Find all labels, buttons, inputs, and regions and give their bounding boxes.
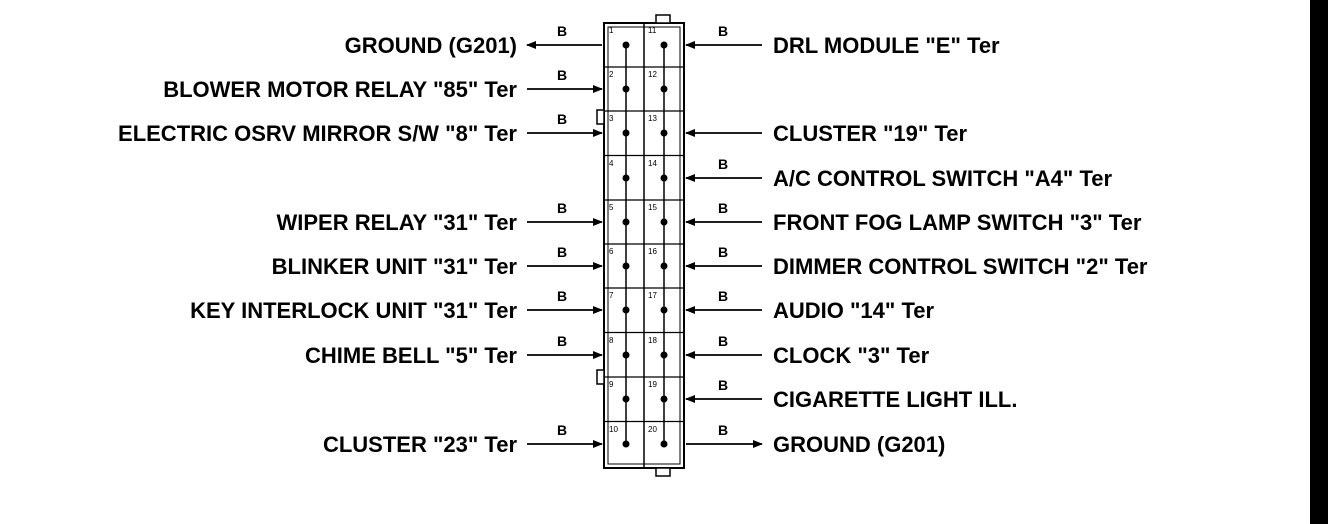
circuit-label: CLOCK "3" Ter: [773, 343, 930, 368]
pin-number: 1: [609, 26, 614, 35]
terminal-dot: [622, 306, 630, 314]
pin-number: 15: [648, 203, 657, 212]
pin-number: 11: [648, 26, 657, 35]
pin-number: 4: [609, 159, 614, 168]
pin-number: 5: [609, 203, 614, 212]
pin-number: 7: [609, 291, 614, 300]
circuit-label: CLUSTER "19" Ter: [773, 121, 967, 146]
wire-color-code: B: [557, 200, 567, 216]
terminal-dot: [622, 262, 630, 270]
wire-color-code: B: [718, 288, 728, 304]
pin-number: 14: [648, 159, 657, 168]
wire-color-code: B: [718, 422, 728, 438]
wire-color-code: B: [718, 23, 728, 39]
terminal-dot: [660, 129, 668, 137]
pin-number: 12: [648, 70, 657, 79]
circuit-label: ELECTRIC OSRV MIRROR S/W "8" Ter: [118, 121, 517, 146]
wire-color-code: B: [557, 288, 567, 304]
terminal-dot: [660, 306, 668, 314]
pin-number: 13: [648, 114, 657, 123]
circuit-label: DRL MODULE "E" Ter: [773, 33, 1000, 58]
right-edge-band: [1310, 0, 1328, 524]
circuit-label: AUDIO "14" Ter: [773, 298, 934, 323]
terminal-dot: [660, 262, 668, 270]
pin-number: 2: [609, 70, 614, 79]
wire-color-code: B: [557, 333, 567, 349]
terminal-dot: [660, 174, 668, 182]
circuit-label: BLINKER UNIT "31" Ter: [272, 254, 518, 279]
wire-color-code: B: [718, 244, 728, 260]
terminal-dot: [622, 41, 630, 49]
terminal-dot: [660, 41, 668, 49]
circuit-label: GROUND (G201): [773, 432, 945, 457]
circuit-label: KEY INTERLOCK UNIT "31" Ter: [190, 298, 517, 323]
circuit-label: CLUSTER "23" Ter: [323, 432, 517, 457]
pin-number: 20: [648, 425, 657, 434]
terminal-dot: [622, 85, 630, 93]
wire-color-code: B: [718, 333, 728, 349]
connector-side-tab: [596, 369, 605, 385]
terminal-dot: [622, 218, 630, 226]
wire-color-code: B: [557, 111, 567, 127]
wire-color-code: B: [557, 244, 567, 260]
terminal-dot: [660, 218, 668, 226]
pin-number: 16: [648, 247, 657, 256]
terminal-dot: [660, 440, 668, 448]
connector-top-tab: [655, 14, 671, 24]
terminal-dot: [622, 351, 630, 359]
pin-number: 17: [648, 291, 657, 300]
wire-color-code: B: [557, 422, 567, 438]
terminal-dot: [660, 395, 668, 403]
circuit-label: A/C CONTROL SWITCH "A4" Ter: [773, 166, 1112, 191]
left-wires: B GROUND (G201) B BLOWER MOTOR RELAY "85" T…: [118, 23, 603, 457]
pin-number: 3: [609, 114, 614, 123]
terminal-dot: [660, 85, 668, 93]
pin-number: 10: [609, 425, 618, 434]
pin-number: 19: [648, 380, 657, 389]
wire-color-code: B: [557, 23, 567, 39]
wire-color-code: B: [718, 377, 728, 393]
terminal-dot: [622, 395, 630, 403]
circuit-label: CHIME BELL "5" Ter: [305, 343, 517, 368]
terminal-dot: [622, 440, 630, 448]
terminal-dot: [622, 174, 630, 182]
circuit-label: WIPER RELAY "31" Ter: [276, 210, 517, 235]
pin-number: 8: [609, 336, 614, 345]
circuit-label: CIGARETTE LIGHT ILL.: [773, 387, 1017, 412]
connector-bottom-tab: [655, 467, 671, 477]
wire-color-code: B: [718, 156, 728, 172]
terminal-dot: [660, 351, 668, 359]
connector-side-tab: [596, 109, 605, 125]
wire-color-code: B: [718, 200, 728, 216]
pin-number: 9: [609, 380, 614, 389]
terminal-dot: [622, 129, 630, 137]
pin-number: 18: [648, 336, 657, 345]
circuit-label: DIMMER CONTROL SWITCH "2" Ter: [773, 254, 1148, 279]
circuit-label: FRONT FOG LAMP SWITCH "3" Ter: [773, 210, 1142, 235]
circuit-label: BLOWER MOTOR RELAY "85" Ter: [163, 77, 517, 102]
circuit-label: GROUND (G201): [345, 33, 517, 58]
wire-color-code: B: [557, 67, 567, 83]
pin-number: 6: [609, 247, 614, 256]
